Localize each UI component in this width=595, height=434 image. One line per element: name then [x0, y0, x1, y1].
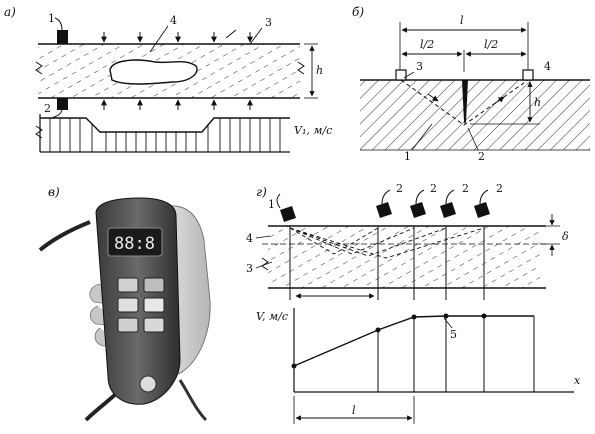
label-b-4: 4 — [544, 60, 551, 73]
label-b-1: 1 — [404, 150, 411, 163]
device-button[interactable] — [117, 277, 139, 293]
transducer-top — [57, 30, 68, 44]
label-g-2c: 2 — [462, 182, 469, 195]
velocity-points — [291, 313, 487, 369]
v1-profile-hatching — [49, 118, 281, 152]
device-display — [107, 227, 163, 257]
break-line-right — [297, 61, 305, 75]
device-button[interactable] — [143, 317, 165, 333]
transducer-bottom — [57, 98, 68, 110]
panel-v: в) 88:8 — [38, 185, 211, 422]
label-g-v: V, м/с — [256, 310, 288, 323]
label-g-2b: 2 — [430, 182, 437, 195]
label-a-h: h — [316, 64, 323, 77]
label-a-4: 4 — [170, 14, 177, 27]
label-a-2: 2 — [44, 102, 51, 115]
velocity-curve — [293, 315, 534, 367]
panel-g: г) — [246, 182, 581, 424]
label-g-l: l — [352, 404, 356, 417]
panel-v-label: в) — [48, 185, 60, 199]
label-g-1: 1 — [268, 198, 275, 211]
label-g-x: x — [574, 374, 581, 387]
label-b-l2b: l/2 — [484, 38, 498, 51]
label-g-3: 3 — [246, 262, 253, 275]
label-a-3: 3 — [265, 16, 272, 29]
label-g-5: 5 — [450, 328, 457, 341]
transducer-b-4 — [522, 69, 534, 81]
panel-a-label: а) — [4, 5, 16, 19]
transducers-g — [280, 202, 490, 222]
panel-a: а) — [4, 5, 332, 153]
device-button[interactable] — [143, 297, 165, 313]
label-g-2d: 2 — [496, 182, 503, 195]
label-b-h: h — [534, 96, 541, 109]
cable-top — [38, 220, 91, 252]
device-logo — [139, 375, 157, 393]
defect-cavity — [109, 59, 198, 85]
panel-b-label: б) — [352, 5, 364, 19]
label-b-2: 2 — [478, 150, 485, 163]
label-a-1: 1 — [48, 12, 55, 25]
transducer-b-3 — [395, 69, 407, 81]
label-g-4: 4 — [246, 232, 253, 245]
concrete-body-b — [360, 80, 590, 150]
device-display-readout: 88:8 — [114, 234, 155, 254]
label-b-l2a: l/2 — [420, 38, 434, 51]
device-button[interactable] — [117, 317, 139, 333]
device-button[interactable] — [117, 297, 139, 313]
panel-g-label: г) — [256, 185, 267, 199]
crack — [462, 80, 468, 124]
slab-g — [268, 226, 540, 288]
panel-b: б) l l/2 l/2 h 3 4 1 2 — [352, 5, 590, 163]
break-line-left — [35, 61, 43, 75]
label-a-v1: V₁, м/с — [294, 124, 332, 137]
ultrasonic-path-b — [400, 79, 529, 126]
label-g-delta: δ — [562, 230, 569, 243]
label-b-3: 3 — [416, 60, 423, 73]
label-g-2a: 2 — [396, 182, 403, 195]
device-button[interactable] — [143, 277, 165, 293]
v1-profile-curve — [40, 117, 290, 133]
label-b-l: l — [460, 14, 464, 27]
